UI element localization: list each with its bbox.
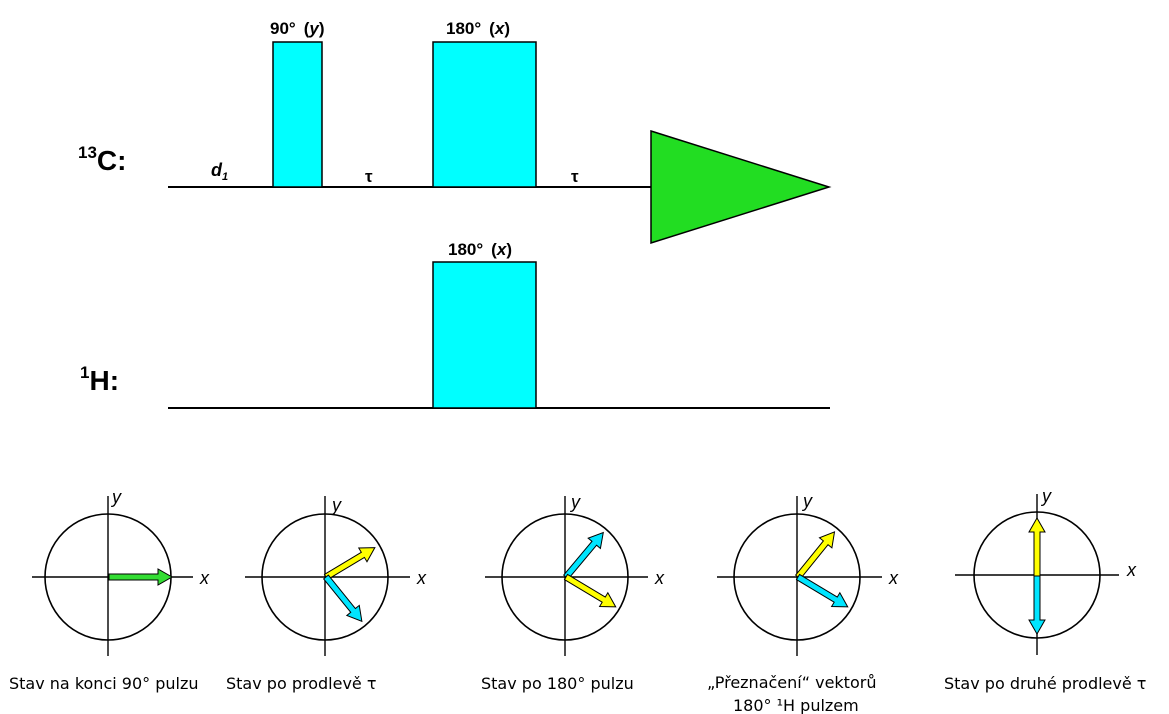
x-axis-label: x — [888, 568, 899, 588]
x-axis-label: x — [654, 568, 665, 588]
caption: Stav po prodlevě τ — [226, 674, 376, 693]
y-axis-label: y — [110, 487, 122, 507]
magnetization-vector-cyan — [795, 573, 849, 608]
magnetization-vector-yellow — [323, 547, 376, 581]
carbon-channel-label: 13C: — [78, 143, 126, 176]
d1-delay-label: d1 — [211, 160, 228, 183]
magnetization-vector-cyan — [322, 574, 363, 623]
magnetization-vector-yellow — [794, 531, 836, 580]
carbon-90-pulse-label: 90°(y) — [270, 19, 325, 38]
magnetization-vector-yellow — [1028, 516, 1046, 577]
caption-line-2: 180° ¹H pulzem — [733, 696, 859, 714]
caption: Stav na konci 90° pulzu — [9, 674, 199, 693]
vector-diagram-2: x y Stav po prodlevě τ — [226, 495, 427, 693]
y-axis-label: y — [569, 492, 581, 512]
proton-180-pulse-label: 180°(x) — [448, 240, 512, 259]
y-axis-label: y — [330, 495, 342, 515]
proton-channel-label: 1H: — [80, 363, 119, 396]
vector-diagram-4: x y „Přeznačení“ vektorů 180° ¹H pulzem — [707, 491, 899, 714]
vector-diagram-3: x y Stav po 180° pulzu — [481, 492, 665, 693]
tau-delay-2-label: τ — [571, 167, 579, 186]
vector-diagram-5: x y Stav po druhé prodlevě τ — [944, 486, 1146, 693]
x-axis-label: x — [1126, 560, 1137, 580]
carbon-180-pulse — [432, 41, 537, 188]
carbon-180-pulse-label: 180°(x) — [446, 19, 510, 38]
proton-180-pulse — [432, 261, 537, 409]
magnetization-vector-yellow — [563, 573, 617, 608]
magnetization-vector-cyan — [1028, 575, 1046, 636]
y-axis-label: y — [801, 491, 813, 511]
x-axis-label: x — [199, 568, 210, 588]
carbon-channel: 13C: d1 90°(y) τ 180°(x) τ — [78, 19, 832, 245]
caption: Stav po 180° pulzu — [481, 674, 634, 693]
vector-diagram-1: x y Stav na konci 90° pulzu — [9, 487, 210, 693]
proton-channel: 1H: 180°(x) — [80, 240, 830, 409]
acquisition-fid-triangle — [650, 129, 832, 245]
y-axis-label: y — [1040, 486, 1052, 506]
caption: Stav po druhé prodlevě τ — [944, 674, 1146, 693]
magnetization-vector-cyan — [562, 531, 604, 580]
carbon-90-pulse — [272, 41, 323, 188]
magnetization-vector-green — [108, 568, 174, 586]
caption-line-1: „Přeznačení“ vektorů — [707, 673, 876, 692]
x-axis-label: x — [416, 568, 427, 588]
tau-delay-1-label: τ — [365, 167, 373, 186]
